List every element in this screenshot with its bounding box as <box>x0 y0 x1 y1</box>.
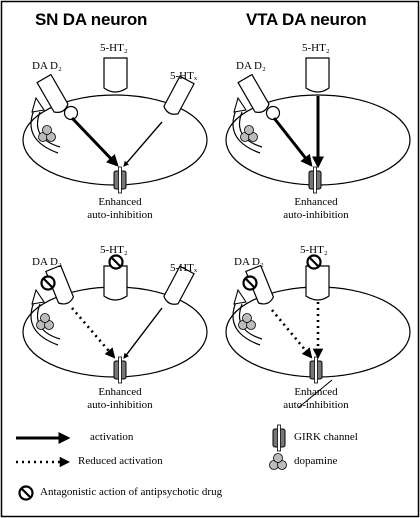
htx-label: 5-HTₓ <box>170 70 198 82</box>
caption-line-1: Enhanced <box>98 386 142 398</box>
antagonist-icon <box>242 275 258 291</box>
caption-line-2: auto-inhibition <box>283 209 349 221</box>
d2-receptor <box>245 264 275 305</box>
legend-antagonist: Antagonistic action of antipsychotic dru… <box>40 486 223 498</box>
d2-label: DA D₂ <box>32 60 62 72</box>
effect-caption: Enhanced auto-inhibition <box>70 386 170 412</box>
girk-channel <box>308 166 322 194</box>
panel-vta-bottom <box>225 254 411 409</box>
d2-label: DA D₂ <box>234 256 264 268</box>
panel-sn-top <box>22 57 208 194</box>
caption-line-1: Enhanced <box>294 386 338 398</box>
legend-dopamine-icon <box>269 453 287 470</box>
effect-caption: Enhanced auto-inhibition <box>266 386 366 412</box>
sn-title: SN DA neuron <box>35 10 148 29</box>
d2-label: DA D₂ <box>236 60 266 72</box>
caption-line-1: Enhanced <box>294 196 338 208</box>
girk-channel <box>309 356 323 384</box>
htx-receptor <box>163 265 195 305</box>
legend-antagonist-icon <box>18 485 34 501</box>
caption-line-1: Enhanced <box>98 196 142 208</box>
girk-channel <box>113 166 127 194</box>
ht2-label: 5-HT₂ <box>100 42 128 54</box>
legend-reduced: Reduced activation <box>78 455 163 467</box>
antagonist-icon <box>108 254 124 270</box>
reuptake-arrow <box>232 301 261 346</box>
ht2-label: 5-HT₂ <box>300 244 328 256</box>
reuptake-arrow <box>30 301 59 346</box>
htx-receptor <box>163 75 195 115</box>
panel-vta-top <box>225 57 411 194</box>
ht2-receptor <box>103 265 128 301</box>
htx-label: 5-HTₓ <box>170 262 198 274</box>
vta-title: VTA DA neuron <box>246 10 367 29</box>
dopamine-cluster <box>38 125 56 142</box>
d2-label: DA D₂ <box>32 256 62 268</box>
ht2-receptor <box>305 57 330 93</box>
caption-line-2: auto-inhibition <box>283 399 349 411</box>
d2-receptor <box>237 73 270 113</box>
legend-girk-icon <box>272 424 286 452</box>
caption-line-2: auto-inhibition <box>87 399 153 411</box>
dopamine-cluster <box>240 125 258 142</box>
ht2-receptor <box>103 57 128 93</box>
caption-line-2: auto-inhibition <box>87 209 153 221</box>
legend-girk: GIRK channel <box>294 431 358 443</box>
effect-caption: Enhanced auto-inhibition <box>266 196 366 222</box>
legend-dopamine: dopamine <box>294 455 338 467</box>
girk-channel <box>113 356 127 384</box>
dopamine-cluster <box>238 313 256 330</box>
dopamine-cluster <box>36 313 54 330</box>
legend-activation: activation <box>90 431 134 443</box>
reuptake-arrow <box>30 109 59 154</box>
panel-sn-bottom <box>22 254 208 384</box>
d2-receptor <box>45 264 75 305</box>
legend-graphics <box>16 424 287 501</box>
antagonist-icon <box>306 254 322 270</box>
effect-caption: Enhanced auto-inhibition <box>70 196 170 222</box>
ht2-label: 5-HT₂ <box>302 42 330 54</box>
ht2-receptor <box>305 265 330 301</box>
reuptake-arrow <box>232 109 261 154</box>
ht2-label: 5-HT₂ <box>100 244 128 256</box>
d2-receptor <box>36 73 69 113</box>
strike-through <box>297 379 333 409</box>
antagonist-icon <box>40 275 56 291</box>
